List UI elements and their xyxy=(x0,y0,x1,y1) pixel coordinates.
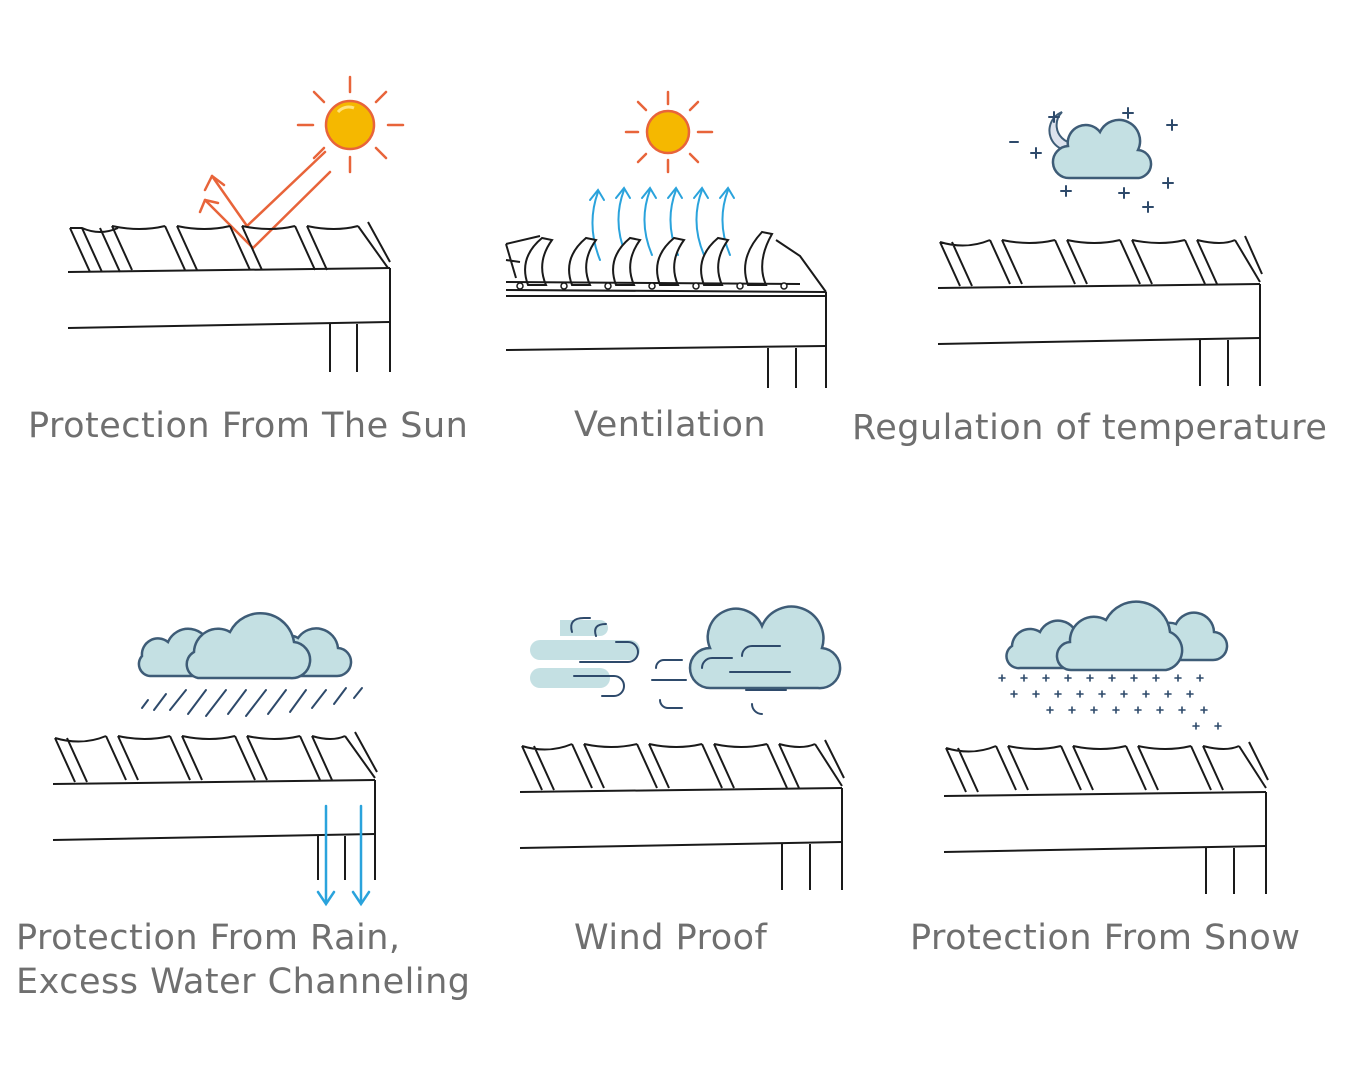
snowflake xyxy=(1108,674,1116,682)
caption-wind: Wind Proof xyxy=(574,916,767,960)
snowflake xyxy=(1130,674,1138,682)
snowflake xyxy=(1098,690,1106,698)
caption-rain: Protection From Rain, Excess Water Chann… xyxy=(16,916,471,1004)
snowflake xyxy=(1090,706,1098,714)
caption-line: Ventilation xyxy=(574,405,767,445)
caption-line: Regulation of temperature xyxy=(852,408,1328,448)
snowflake xyxy=(1112,706,1120,714)
snowflake xyxy=(1064,674,1072,682)
snowflake xyxy=(1178,706,1186,714)
snowflake xyxy=(1152,674,1160,682)
snowflake xyxy=(1020,674,1028,682)
snowflake xyxy=(1046,706,1054,714)
caption-line: Excess Water Channeling xyxy=(16,962,471,1002)
snowflake xyxy=(1196,674,1204,682)
snowflake xyxy=(1164,690,1172,698)
snowflake xyxy=(1142,690,1150,698)
snowflake xyxy=(1120,690,1128,698)
snowflake xyxy=(1076,690,1084,698)
caption-sun: Protection From The Sun xyxy=(28,404,468,448)
snowflake xyxy=(1068,706,1076,714)
snowflake xyxy=(1054,690,1062,698)
snowflake xyxy=(998,674,1006,682)
snowflake xyxy=(1174,674,1182,682)
caption-snow: Protection From Snow xyxy=(910,916,1300,960)
snowflake xyxy=(1042,674,1050,682)
snowflake xyxy=(1032,690,1040,698)
caption-line: Protection From The Sun xyxy=(28,406,469,446)
snowflake xyxy=(1010,690,1018,698)
snowflake xyxy=(1156,706,1164,714)
snowflake xyxy=(1214,722,1222,730)
caption-ventilation: Ventilation xyxy=(574,403,766,447)
snowflake xyxy=(1200,706,1208,714)
snowflake xyxy=(1192,722,1200,730)
caption-line: Protection From Rain, xyxy=(16,918,401,958)
snowflake xyxy=(1186,690,1194,698)
caption-line: Wind Proof xyxy=(574,918,768,958)
caption-line: Protection From Snow xyxy=(910,918,1301,958)
caption-temperature: Regulation of temperature xyxy=(852,406,1327,450)
snowflake xyxy=(1086,674,1094,682)
snowflake xyxy=(1134,706,1142,714)
